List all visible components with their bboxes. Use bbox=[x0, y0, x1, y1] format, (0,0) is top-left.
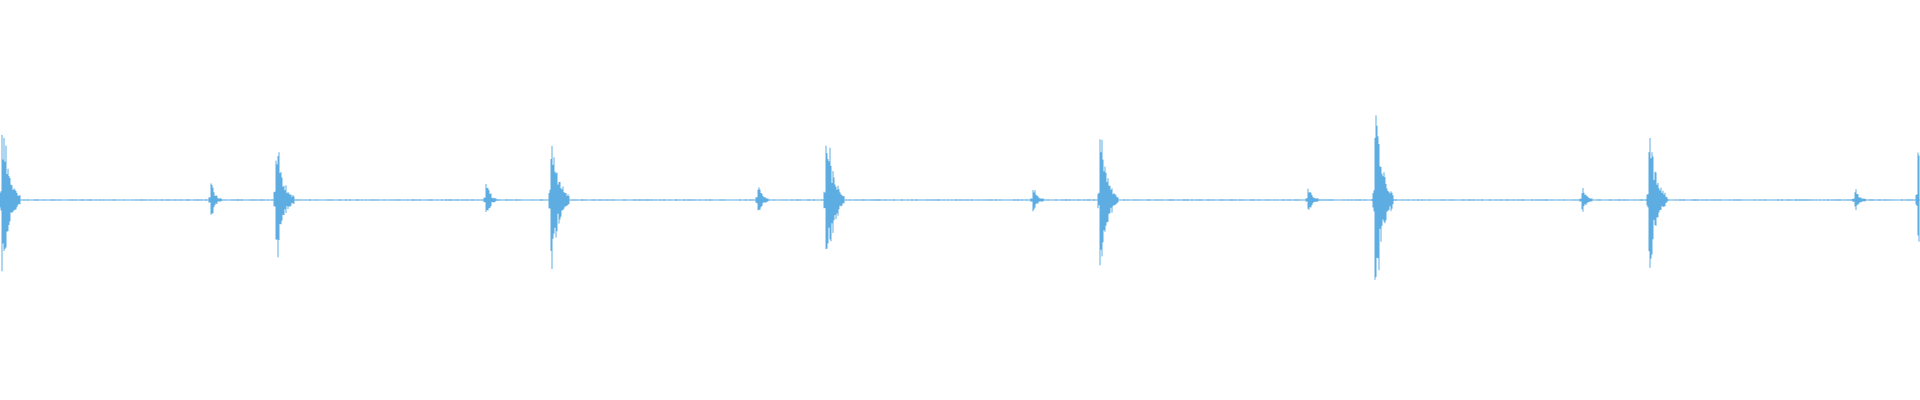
waveform-click-path bbox=[755, 187, 769, 211]
waveform-click-path bbox=[483, 184, 497, 212]
waveform-click-11 bbox=[1372, 115, 1394, 280]
waveform-click-path bbox=[208, 183, 222, 215]
waveform-click-path bbox=[548, 145, 570, 269]
waveform-click-path bbox=[273, 152, 295, 258]
waveform-click-7 bbox=[823, 145, 845, 250]
waveform-click-10 bbox=[1305, 188, 1319, 210]
waveform-click-15 bbox=[1915, 152, 1920, 242]
waveform-click-3 bbox=[273, 152, 295, 258]
waveform-click-path bbox=[1097, 139, 1119, 266]
waveform-click-12 bbox=[1579, 188, 1593, 212]
waveform-click-6 bbox=[755, 187, 769, 211]
waveform-click-path bbox=[1305, 188, 1319, 210]
waveform-click-path bbox=[823, 145, 845, 250]
waveform-click-8 bbox=[1030, 190, 1044, 212]
waveform-click-path bbox=[1030, 190, 1044, 212]
waveform-click-path bbox=[1372, 115, 1394, 280]
waveform-click-5 bbox=[548, 145, 570, 269]
waveform-clicks bbox=[0, 115, 1920, 280]
waveform-click-path bbox=[1579, 188, 1593, 212]
waveform-click-14 bbox=[1852, 189, 1866, 211]
waveform-click-path bbox=[1915, 152, 1920, 242]
waveform-click-13 bbox=[1646, 138, 1668, 268]
waveform-click-path bbox=[1646, 138, 1668, 268]
waveform-click-1 bbox=[0, 134, 21, 272]
waveform-click-4 bbox=[483, 184, 497, 212]
waveform-click-path bbox=[1852, 189, 1866, 211]
waveform-click-2 bbox=[208, 183, 222, 215]
waveform-click-path bbox=[0, 134, 21, 272]
waveform-click-9 bbox=[1097, 139, 1119, 266]
